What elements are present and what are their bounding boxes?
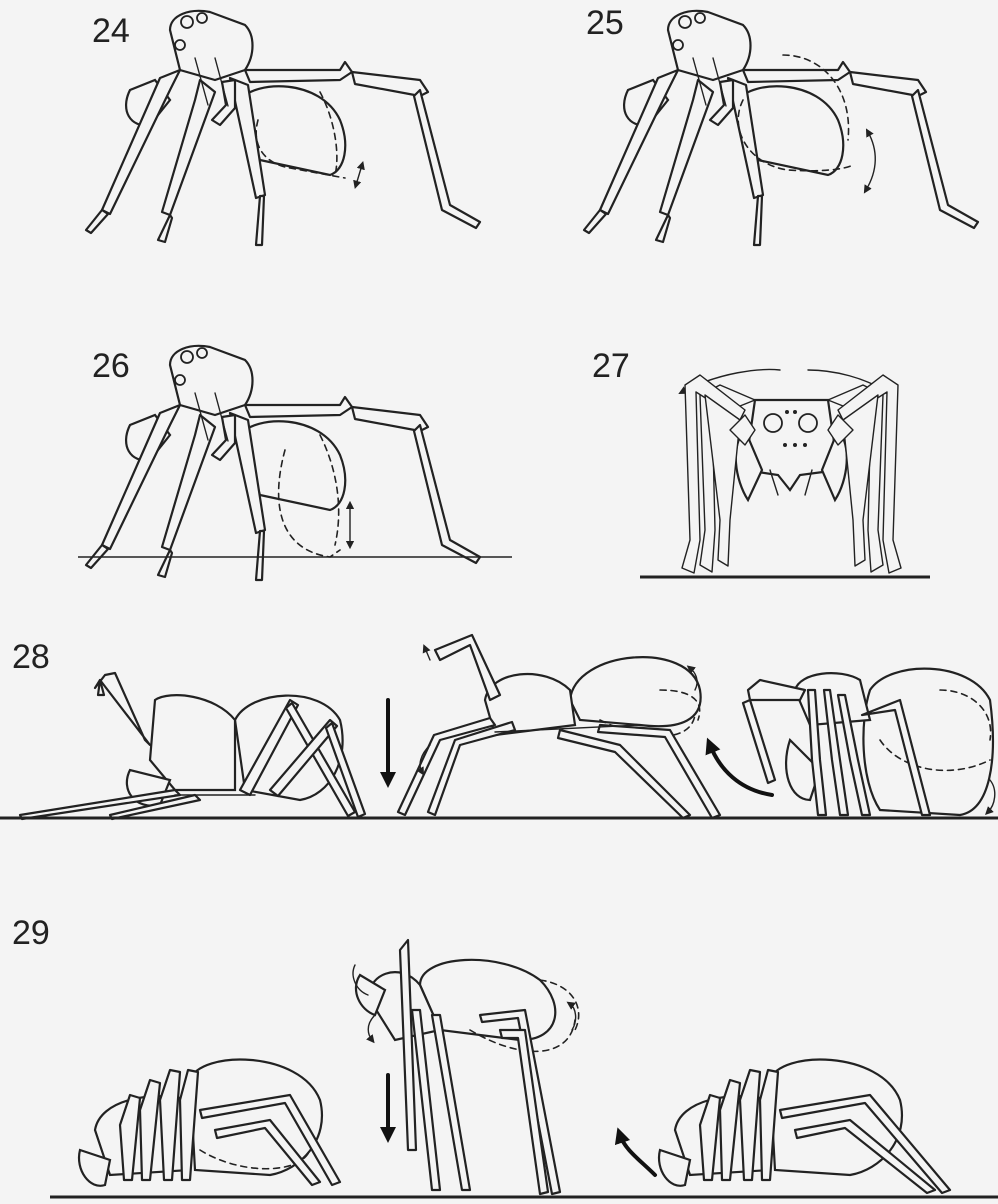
figure-label-29: 29	[12, 914, 50, 952]
curved-arrow-29	[620, 1135, 655, 1175]
figure-label-26: 26	[92, 347, 130, 385]
figure-label-25: 25	[586, 4, 624, 42]
figure-25-spider-side-view	[584, 11, 978, 245]
figure-label-27: 27	[592, 347, 630, 385]
figure-label-28: 28	[12, 638, 50, 676]
figure-28-left-spider-crouched	[20, 673, 365, 819]
figure-29-middle-spider-raised	[353, 940, 579, 1194]
figure-24-spider-side-view	[86, 11, 480, 245]
figure-26-spider-side-view	[86, 346, 480, 580]
figure-27-spider-front-view	[682, 370, 901, 573]
figure-29-left-spider-crouched	[79, 1060, 340, 1186]
figure-label-24: 24	[92, 12, 130, 50]
figure-28-right-spider-reared	[743, 669, 995, 815]
figure-29-right-spider-crouched	[659, 1060, 950, 1193]
figure-28-middle-spider-raised	[398, 635, 720, 818]
